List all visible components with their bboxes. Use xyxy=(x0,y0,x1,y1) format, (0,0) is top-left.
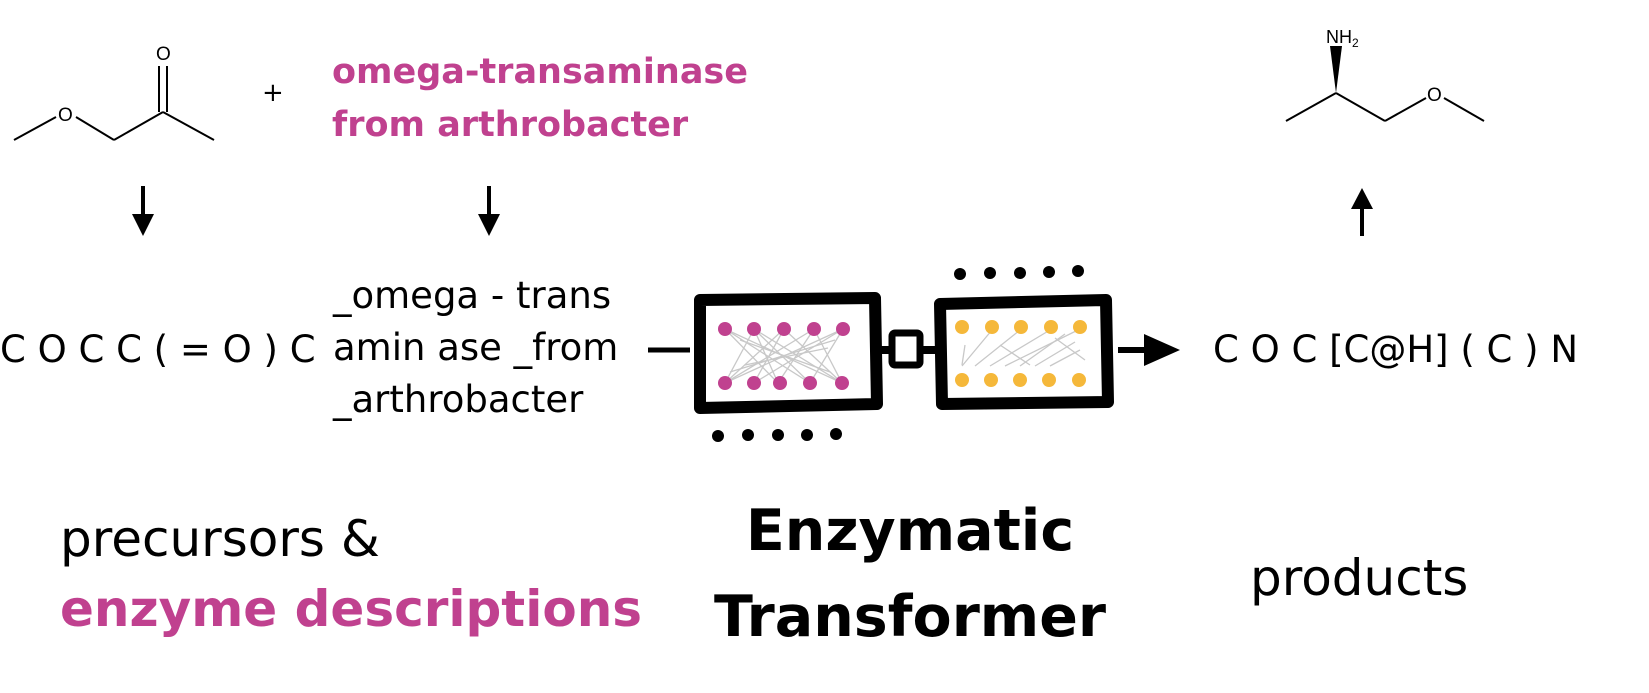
product-molecule xyxy=(1285,92,1485,122)
precursor-molecule xyxy=(13,66,215,141)
decoder-block xyxy=(934,294,1114,410)
product-amine-label: NH2 xyxy=(1326,27,1359,50)
enzyme-tokens: _omega - trans amin ase _from _arthrobac… xyxy=(333,270,618,426)
product-wedge-bond xyxy=(1330,46,1342,93)
model-title: Enzymatic Transformer xyxy=(700,488,1120,660)
encoder-attention-lines xyxy=(724,328,844,384)
enzyme-token-line-3: _arthrobacter xyxy=(333,378,584,421)
decoder-attention-lines xyxy=(961,329,1086,367)
encoder-top-dots xyxy=(718,322,850,336)
precursors-caption-line-2: enzyme descriptions xyxy=(60,580,643,638)
enzyme-description: omega-transaminase from arthrobacter xyxy=(332,46,748,152)
products-caption: products xyxy=(1250,549,1469,607)
precursor-carbonyl-label: O xyxy=(156,44,171,65)
encoder-decoder-link xyxy=(877,329,938,369)
decoder-top-dots xyxy=(955,320,1087,334)
encoder-ellipsis-dots xyxy=(712,428,842,442)
model-title-line-1: Enzymatic xyxy=(745,498,1075,564)
enzyme-token-line-1: _omega - trans xyxy=(333,274,612,317)
plus-sign: + xyxy=(262,78,284,108)
precursors-caption-line-1: precursors & xyxy=(60,510,380,568)
encoder-bottom-dots xyxy=(718,376,849,390)
arrow-down-precursor xyxy=(132,186,154,236)
model-title-line-2: Transformer xyxy=(714,584,1106,650)
arrow-down-enzyme xyxy=(478,186,500,236)
precursor-smiles: C O C C ( = O ) C xyxy=(0,328,316,371)
enzyme-description-line-2: from arthrobacter xyxy=(332,105,689,145)
decoder-ellipsis-dots xyxy=(954,265,1084,280)
enzyme-token-line-2: amin ase _from xyxy=(333,326,619,369)
decoder-bottom-dots xyxy=(955,373,1086,387)
product-oxygen-label: O xyxy=(1427,85,1442,106)
encoder-block xyxy=(694,292,883,414)
precursors-caption: precursors & enzyme descriptions xyxy=(60,504,642,644)
product-smiles: C O C [C@H] ( C ) N xyxy=(1213,328,1579,371)
arrow-up-product xyxy=(1351,188,1373,236)
precursor-oxygen-label: O xyxy=(58,105,73,126)
output-arrow xyxy=(1118,334,1180,366)
enzyme-description-line-1: omega-transaminase xyxy=(332,52,749,92)
